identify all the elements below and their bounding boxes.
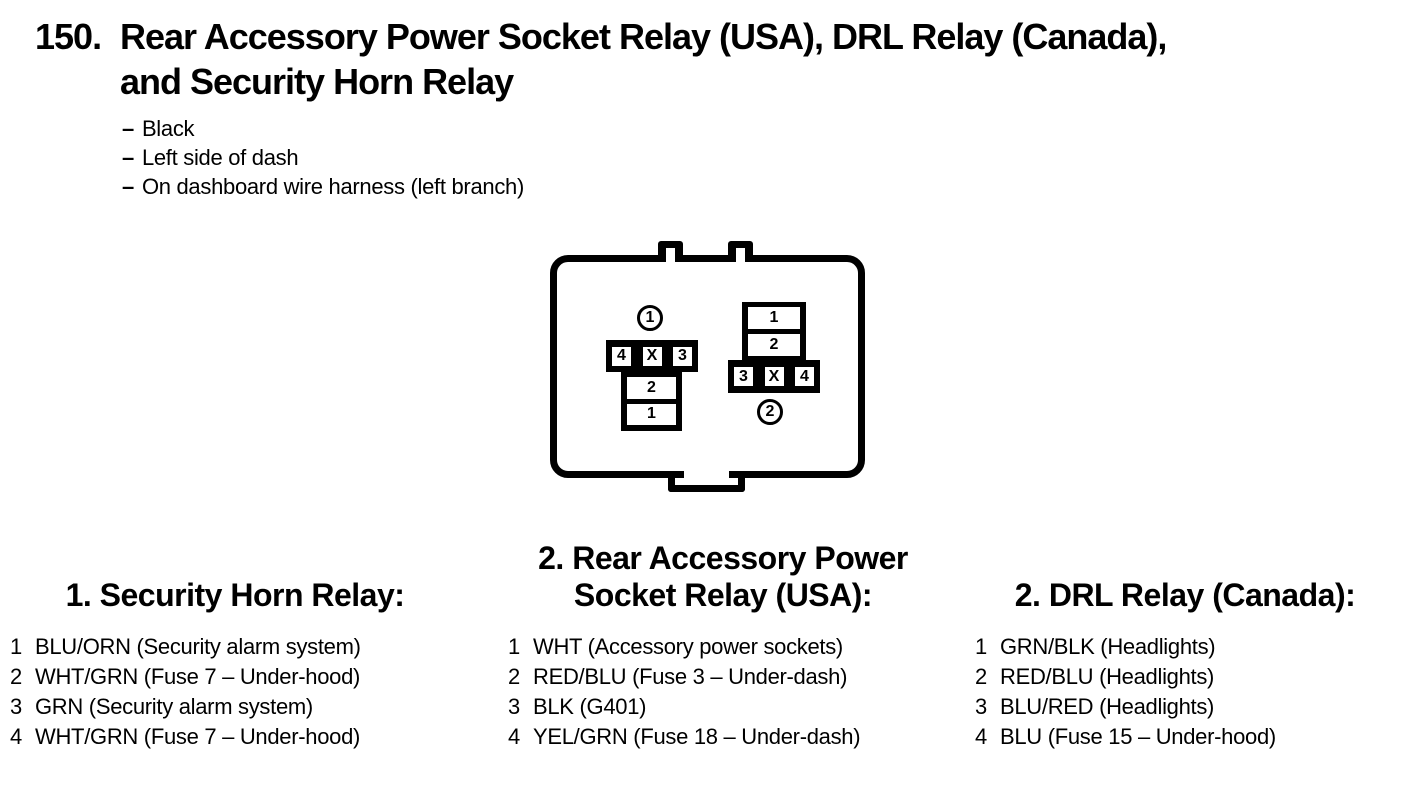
pin-cell-1: 1 [627, 403, 676, 425]
pin-number: 3 [10, 694, 22, 719]
wire-description: BLU/RED (Headlights) [1000, 694, 1215, 719]
legend-items: 1 BLU/ORN (Security alarm system) 2 WHT/… [10, 632, 460, 752]
legend-heading-line: 2. DRL Relay (Canada): [1014, 577, 1356, 613]
pin-cell-1: 1 [748, 307, 800, 329]
wire-description: GRN/BLK (Headlights) [1000, 634, 1216, 659]
legend-heading-line: Socket Relay (USA): [573, 577, 873, 613]
wire-description: BLU (Fuse 15 – Under-hood) [1000, 724, 1276, 749]
legend-item: 4 BLU (Fuse 15 – Under-hood) [975, 722, 1395, 752]
legend-rear-accessory-power-socket-relay: 2. Rear Accessory Power Socket Relay (US… [508, 538, 938, 752]
wire-description: BLU/ORN (Security alarm system) [35, 634, 361, 659]
note-location: – Left side of dash [122, 143, 524, 172]
pin-cell-3: 3 [673, 346, 692, 366]
pin-number: 1 [508, 634, 520, 659]
note-dash: – [122, 174, 134, 199]
legend-item: 3 GRN (Security alarm system) [10, 692, 460, 722]
wire-description: YEL/GRN (Fuse 18 – Under-dash) [533, 724, 861, 749]
legend-item: 1 WHT (Accessory power sockets) [508, 632, 938, 662]
pin-number: 2 [975, 664, 987, 689]
figure-title-line-1: Rear Accessory Power Socket Relay (USA),… [120, 16, 1167, 57]
pin-cell-x: X [642, 346, 662, 366]
relay-connector-diagram: 1 4 X 3 2 1 1 2 3 X 4 2 [550, 241, 865, 492]
wire-description: WHT/GRN (Fuse 7 – Under-hood) [35, 664, 361, 689]
legend-item: 2 RED/BLU (Headlights) [975, 662, 1395, 692]
pin-number: 4 [975, 724, 987, 749]
wire-description: GRN (Security alarm system) [35, 694, 313, 719]
pin-cell-x: X [764, 367, 784, 386]
wire-description: RED/BLU (Headlights) [1000, 664, 1215, 689]
figure-number: 150. [35, 16, 102, 57]
figure-title-line-2: and Security Horn Relay [120, 61, 514, 102]
legend-heading: 2. DRL Relay (Canada): [975, 538, 1395, 614]
note-text: Black [141, 116, 195, 141]
pin-number: 2 [508, 664, 520, 689]
legend-security-horn-relay: 1. Security Horn Relay: 1 BLU/ORN (Secur… [10, 538, 460, 752]
legend-item: 1 GRN/BLK (Headlights) [975, 632, 1395, 662]
legend-items: 1 GRN/BLK (Headlights) 2 RED/BLU (Headli… [975, 632, 1395, 752]
legend-item: 4 WHT/GRN (Fuse 7 – Under-hood) [10, 722, 460, 752]
socket-1-callout: 1 [637, 305, 663, 331]
note-dash: – [122, 116, 134, 141]
mounting-hook-top-left [658, 241, 683, 262]
legend-item: 3 BLU/RED (Headlights) [975, 692, 1395, 722]
figure-title-block: 150. Rear Accessory Power Socket Relay (… [35, 14, 1167, 104]
pin-cell-2: 2 [748, 334, 800, 356]
legend-item: 2 RED/BLU (Fuse 3 – Under-dash) [508, 662, 938, 692]
wire-description: WHT (Accessory power sockets) [533, 634, 843, 659]
legend-items: 1 WHT (Accessory power sockets) 2 RED/BL… [508, 632, 938, 752]
wire-description: RED/BLU (Fuse 3 – Under-dash) [533, 664, 848, 689]
legend-drl-relay: 2. DRL Relay (Canada): 1 GRN/BLK (Headli… [975, 538, 1395, 752]
pin-cell-4: 4 [795, 367, 814, 386]
pin-number: 4 [10, 724, 22, 749]
pin-number: 4 [508, 724, 520, 749]
legend-item: 3 BLK (G401) [508, 692, 938, 722]
note-color: – Black [122, 114, 524, 143]
pin-cell-4: 4 [612, 346, 631, 366]
socket-2-pin-row: 3 X 4 [728, 360, 820, 393]
legend-heading: 2. Rear Accessory Power Socket Relay (US… [508, 538, 938, 614]
socket-1-pin-row: 4 X 3 [606, 340, 698, 372]
legend-heading: 1. Security Horn Relay: [10, 538, 460, 614]
legend-item: 1 BLU/ORN (Security alarm system) [10, 632, 460, 662]
mounting-hook-top-right [728, 241, 753, 262]
pin-number: 1 [10, 634, 22, 659]
pin-number: 3 [508, 694, 520, 719]
pin-cell-2: 2 [627, 377, 676, 399]
legend-heading-line: 1. Security Horn Relay: [65, 577, 405, 613]
pin-number: 1 [975, 634, 987, 659]
location-notes: – Black – Left side of dash – On dashboa… [122, 114, 524, 201]
socket-2-pin-stem: 1 2 [742, 302, 806, 362]
legend-item: 2 WHT/GRN (Fuse 7 – Under-hood) [10, 662, 460, 692]
wire-description: WHT/GRN (Fuse 7 – Under-hood) [35, 724, 361, 749]
wire-description: BLK (G401) [533, 694, 647, 719]
note-harness: – On dashboard wire harness (left branch… [122, 172, 524, 201]
socket-1-pin-stem: 2 1 [621, 372, 682, 431]
socket-2-callout: 2 [757, 399, 783, 425]
note-dash: – [122, 145, 134, 170]
pin-cell-3: 3 [734, 367, 753, 386]
figure-title: Rear Accessory Power Socket Relay (USA),… [120, 14, 1167, 104]
legend-item: 4 YEL/GRN (Fuse 18 – Under-dash) [508, 722, 938, 752]
note-text: On dashboard wire harness (left branch) [141, 174, 524, 199]
note-text: Left side of dash [141, 145, 299, 170]
pin-number: 2 [10, 664, 22, 689]
legend-heading-line: 2. Rear Accessory Power [538, 540, 908, 576]
mounting-tab-bottom [668, 471, 745, 492]
pin-number: 3 [975, 694, 987, 719]
